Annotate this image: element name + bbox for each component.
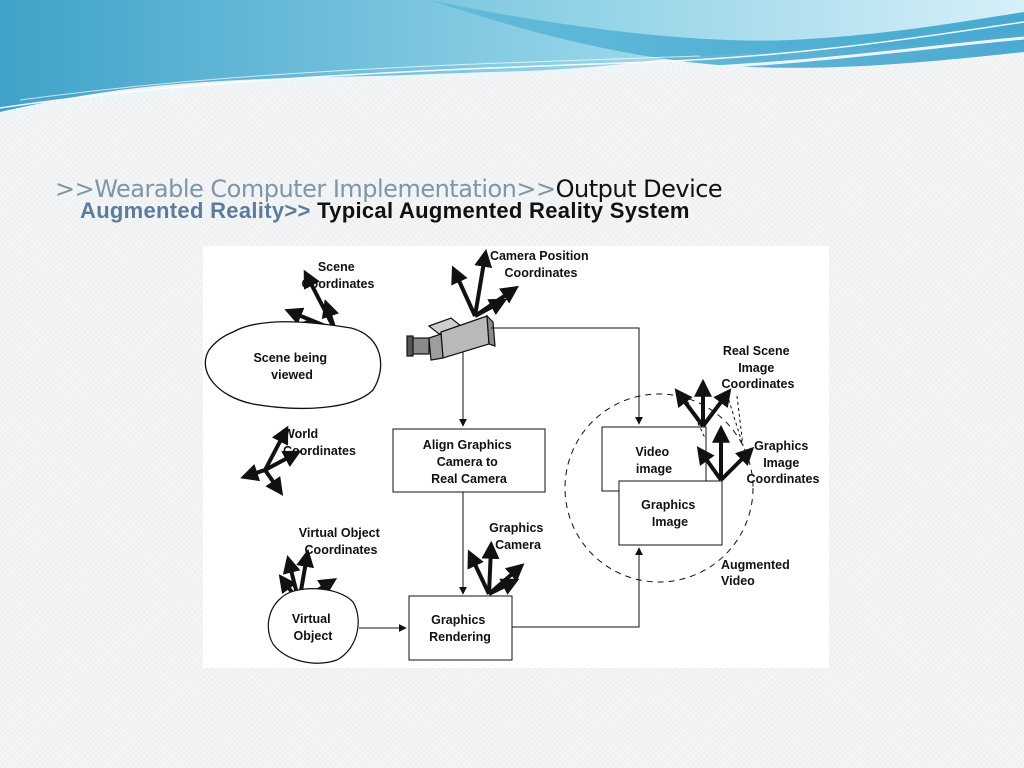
augmented-video-label: Augmented Video [721, 558, 793, 588]
virtual-object-blob [267, 588, 359, 664]
virtual-object-label: Virtual Object [292, 612, 334, 643]
camera-position-axes-icon [451, 248, 519, 318]
scene-blob [204, 321, 382, 410]
graphics-image-box [618, 480, 723, 546]
augmented-video-circle [564, 393, 754, 583]
header-wave-decoration [0, 0, 1024, 116]
align-graphics-box [392, 428, 546, 493]
graphics-camera-axes-icon [467, 540, 525, 596]
world-coordinates-label: World Coordinates [283, 427, 356, 458]
graphics-image-coordinates-label: Graphics Image Coordinates [747, 439, 820, 486]
subtitle-section: Augmented Reality>> [80, 198, 318, 223]
breadcrumb: >>Wearable Computer Implementation>>Outp… [55, 175, 723, 203]
ar-system-diagram: Scene Coordinates Scene being viewed Cam… [203, 246, 829, 668]
align-graphics-label: Align Graphics Camera to Real Camera [423, 438, 515, 486]
graphics-image-axes-icon [696, 424, 755, 482]
graphics-camera-label: Graphics Camera [489, 521, 547, 552]
virtual-object-coordinates-label: Virtual Object Coordinates [299, 526, 384, 557]
subtitle-topic: Typical Augmented Reality System [317, 198, 690, 223]
slide-subtitle: Augmented Reality>> Typical Augmented Re… [80, 198, 690, 224]
camera-position-label: Camera Position Coordinates [490, 249, 592, 280]
graphics-image-label: Graphics Image [641, 498, 699, 529]
graphics-rendering-box [408, 595, 513, 661]
scene-coordinates-label: Scene Coordinates [302, 260, 375, 291]
real-scene-dashed-guides [684, 393, 744, 447]
video-camera-icon [406, 314, 496, 361]
real-scene-coordinates-label: Real Scene Image Coordinates [722, 344, 795, 391]
scene-label: Scene being viewed [253, 351, 330, 382]
rendering-to-graphics-image-connector [512, 547, 643, 628]
graphics-rendering-label: Graphics Rendering [429, 613, 491, 644]
breadcrumb-current: Output Device [555, 175, 723, 203]
world-coordinates-axes-icon [240, 425, 302, 496]
video-image-label: Video image [635, 445, 672, 476]
breadcrumb-path: >>Wearable Computer Implementation>> [55, 175, 556, 203]
camera-to-video-connector [491, 327, 643, 425]
real-scene-axes-icon [674, 378, 732, 428]
